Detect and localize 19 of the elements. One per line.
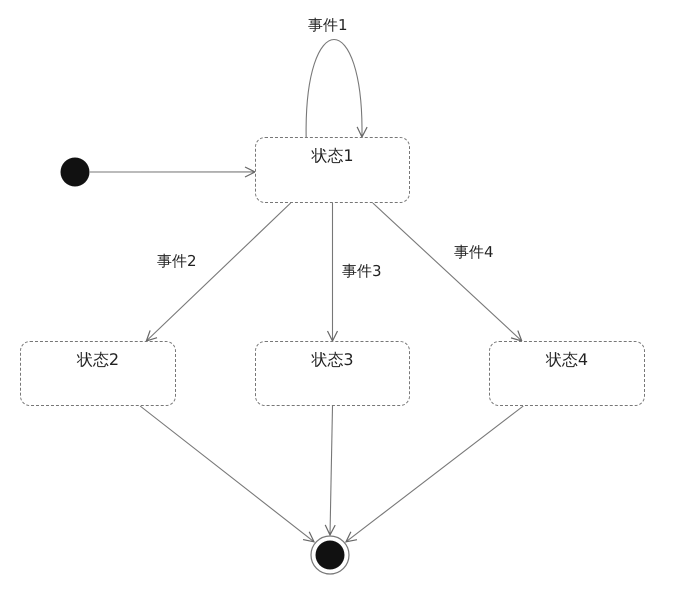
edge-label: 事件4 bbox=[452, 243, 496, 262]
arrow bbox=[306, 39, 368, 138]
arrow bbox=[324, 406, 336, 536]
state-name: 状态2 bbox=[76, 350, 120, 370]
arrow bbox=[326, 203, 338, 342]
arrow bbox=[345, 406, 524, 542]
state-name: 状态1 bbox=[311, 146, 354, 166]
arrow bbox=[140, 406, 315, 542]
final-state bbox=[310, 535, 350, 575]
state-name: 状态3 bbox=[311, 350, 354, 370]
state-box bbox=[489, 341, 645, 406]
state-box bbox=[20, 341, 176, 406]
arrow bbox=[90, 166, 256, 178]
state-box bbox=[255, 341, 410, 406]
state-box bbox=[255, 137, 410, 203]
arrow bbox=[146, 202, 292, 342]
arrow bbox=[372, 202, 522, 342]
initial-state bbox=[60, 157, 90, 187]
state-name: 状态4 bbox=[546, 350, 588, 370]
